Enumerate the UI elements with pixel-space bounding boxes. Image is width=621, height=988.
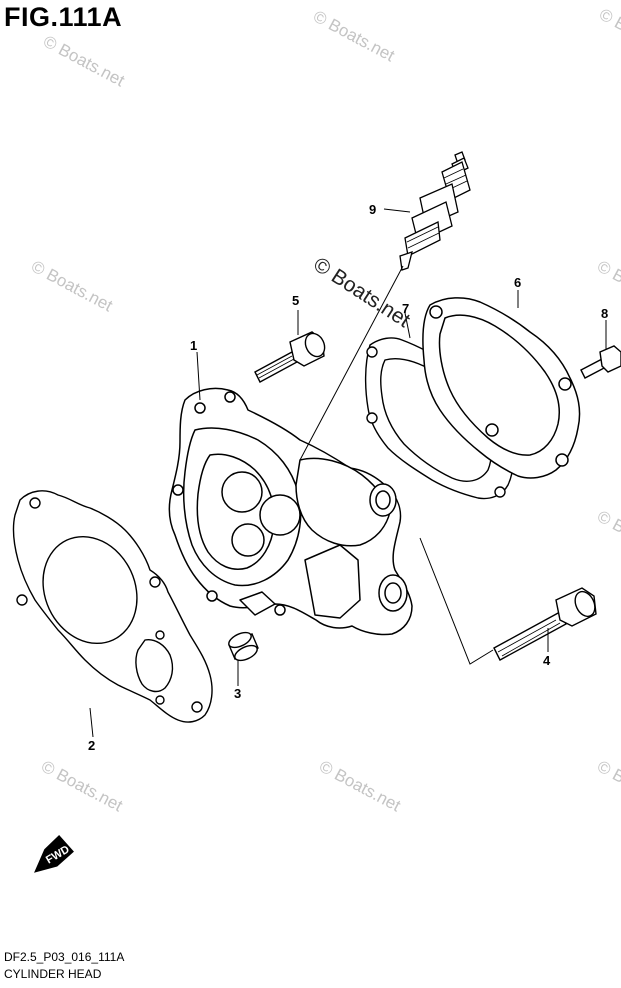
watermark-text: © Boats.net: [28, 257, 116, 316]
watermark-text: © Boats.net: [316, 757, 404, 816]
part-4-bolt[interactable]: [493, 587, 599, 661]
callout-8[interactable]: 8: [601, 306, 608, 321]
callout-5[interactable]: 5: [292, 293, 299, 308]
leader-lines: [89, 208, 607, 738]
callout-6[interactable]: 6: [514, 275, 521, 290]
part-6-cover[interactable]: [422, 297, 581, 479]
callout-labels: 1 2 3 4 5 6 7 8 9: [88, 202, 608, 753]
part-5-bolt[interactable]: [254, 330, 328, 383]
watermark-text-prominent: © Boats.net: [309, 253, 414, 332]
callout-2[interactable]: 2: [88, 738, 95, 753]
figure-title: FIG.111A: [4, 2, 123, 32]
watermark-text: © Boats.net: [594, 757, 621, 816]
part-8-bolt[interactable]: [580, 345, 621, 379]
part-3-dowel-pin[interactable]: [227, 629, 260, 663]
watermark-text: © Boats.net: [594, 507, 621, 566]
callout-4[interactable]: 4: [543, 653, 551, 668]
part-2-head-gasket[interactable]: [12, 490, 213, 723]
figure-name: CYLINDER HEAD: [4, 967, 102, 981]
callout-7[interactable]: 7: [402, 301, 409, 316]
watermark-text: © Boats.net: [38, 757, 126, 816]
watermark-text: © Boats.net: [596, 5, 621, 64]
callout-1[interactable]: 1: [190, 338, 197, 353]
callout-3[interactable]: 3: [234, 686, 241, 701]
part-1-cylinder-head[interactable]: [168, 387, 413, 636]
callout-9[interactable]: 9: [369, 202, 376, 217]
watermark-text: © Boats.net: [310, 7, 398, 66]
fwd-direction-arrow: FWD: [34, 834, 74, 873]
part-9-spark-plug[interactable]: [399, 151, 471, 271]
figure-code: DF2.5_P03_016_111A: [4, 950, 125, 964]
watermark-text: © Boats.net: [40, 32, 128, 91]
